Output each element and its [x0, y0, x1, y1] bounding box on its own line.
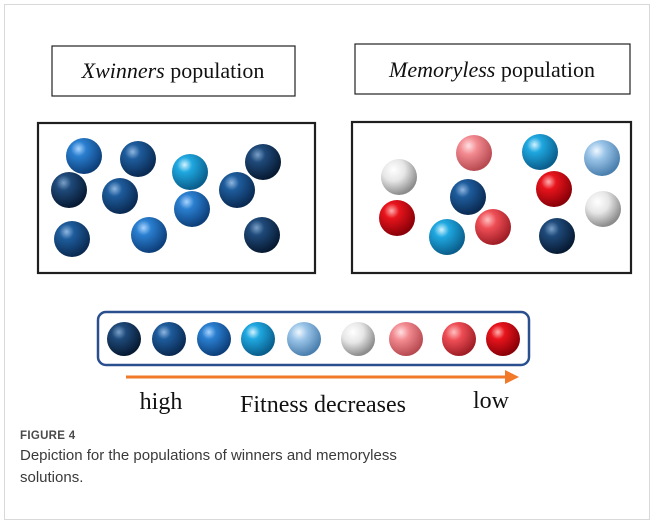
fitness-scale-balls: [107, 322, 520, 356]
ball: [539, 218, 575, 254]
ball: [54, 221, 90, 257]
ball: [379, 200, 415, 236]
ball: [51, 172, 87, 208]
ball: [120, 141, 156, 177]
memoryless-balls: [379, 134, 621, 255]
ball: [522, 134, 558, 170]
xwinners-balls: [51, 138, 281, 257]
ball: [536, 171, 572, 207]
ball: [584, 140, 620, 176]
ball: [219, 172, 255, 208]
scale-ball-cyan: [241, 322, 275, 356]
figure-caption-block: FIGURE 4 Depiction for the populations o…: [20, 430, 580, 489]
legend-low-label: low: [473, 388, 510, 414]
scale-ball-red: [486, 322, 520, 356]
ball: [131, 217, 167, 253]
xwinners-title-box: [51, 45, 296, 97]
ball: [475, 209, 511, 245]
scale-ball-navy: [107, 322, 141, 356]
ball: [172, 154, 208, 190]
legend-high-label: high: [140, 389, 183, 415]
scale-ball-dark-blue: [152, 322, 186, 356]
ball: [429, 219, 465, 255]
ball: [66, 138, 102, 174]
ball: [244, 217, 280, 253]
legend-fitness-label: Fitness decreases: [240, 392, 406, 418]
figure-label: FIGURE 4: [20, 430, 76, 442]
memoryless-title: Memoryless population: [388, 57, 595, 82]
scale-ball-salmon: [442, 322, 476, 356]
ball: [450, 179, 486, 215]
ball: [456, 135, 492, 171]
xwinners-title: Xwinners population: [81, 58, 265, 83]
memoryless-population-frame: [350, 120, 633, 275]
scale-ball-blue: [197, 322, 231, 356]
scale-ball-white: [341, 322, 375, 356]
ball: [102, 178, 138, 214]
scale-ball-pink: [389, 322, 423, 356]
ball: [381, 159, 417, 195]
memoryless-title-box: [354, 43, 631, 95]
figure-caption: Depiction for the populations of winners…: [20, 447, 397, 486]
ball: [245, 144, 281, 180]
ball: [585, 191, 621, 227]
ball: [174, 191, 210, 227]
scale-ball-light-blue: [287, 322, 321, 356]
fitness-arrow-head: [505, 370, 519, 384]
